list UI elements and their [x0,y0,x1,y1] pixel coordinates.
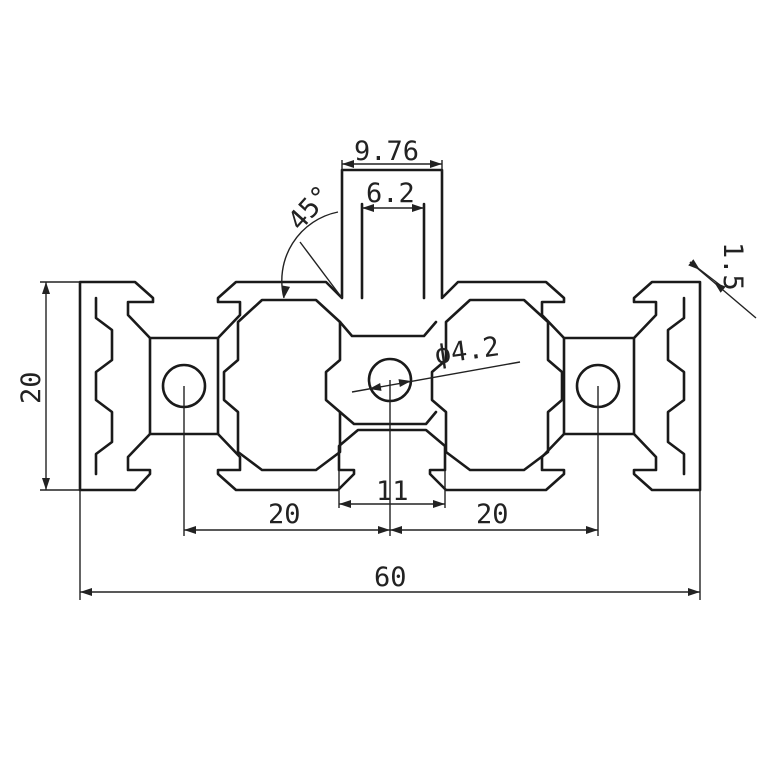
dim-overall-width: 60 [79,490,701,600]
dim-1-5-label: 1.5 [717,242,748,291]
dim-wall-thickness: 1.5 [688,242,757,319]
dim-pitch-right-label: 20 [476,499,509,530]
right-node-web [562,336,636,436]
left-chamber [222,298,342,472]
left-end-channel [94,296,114,476]
dim-45-label: 45° [282,180,338,237]
dim-height: 20 [16,281,80,491]
right-chamber [430,298,564,472]
profile-outline [78,168,702,492]
dim-9-76-label: 9.76 [354,136,419,167]
right-end-channel [666,296,686,476]
dim-6-2-label: 6.2 [366,178,415,209]
dim-slot-outer-width: 9.76 [341,136,443,172]
dim-11-label: 11 [376,476,409,507]
dim-pitch: 20 20 [184,499,598,534]
dim-hole-diameter: ϕ4.2 [351,331,521,393]
dim-bottom-slot-width: 11 [338,470,446,508]
dim-phi-4-2-label: ϕ4.2 [433,331,502,371]
top-slot-inner [360,202,426,300]
center-upper-web [338,320,438,338]
hole-centerlines [183,380,599,536]
dim-pitch-left-label: 20 [268,499,301,530]
dim-slot-inner-width: 6.2 [362,178,424,212]
dim-height-label: 20 [16,371,47,404]
center-lower-web [338,410,438,426]
outer-contour [78,168,702,492]
left-node-web [148,336,220,436]
dim-60-label: 60 [374,562,407,593]
